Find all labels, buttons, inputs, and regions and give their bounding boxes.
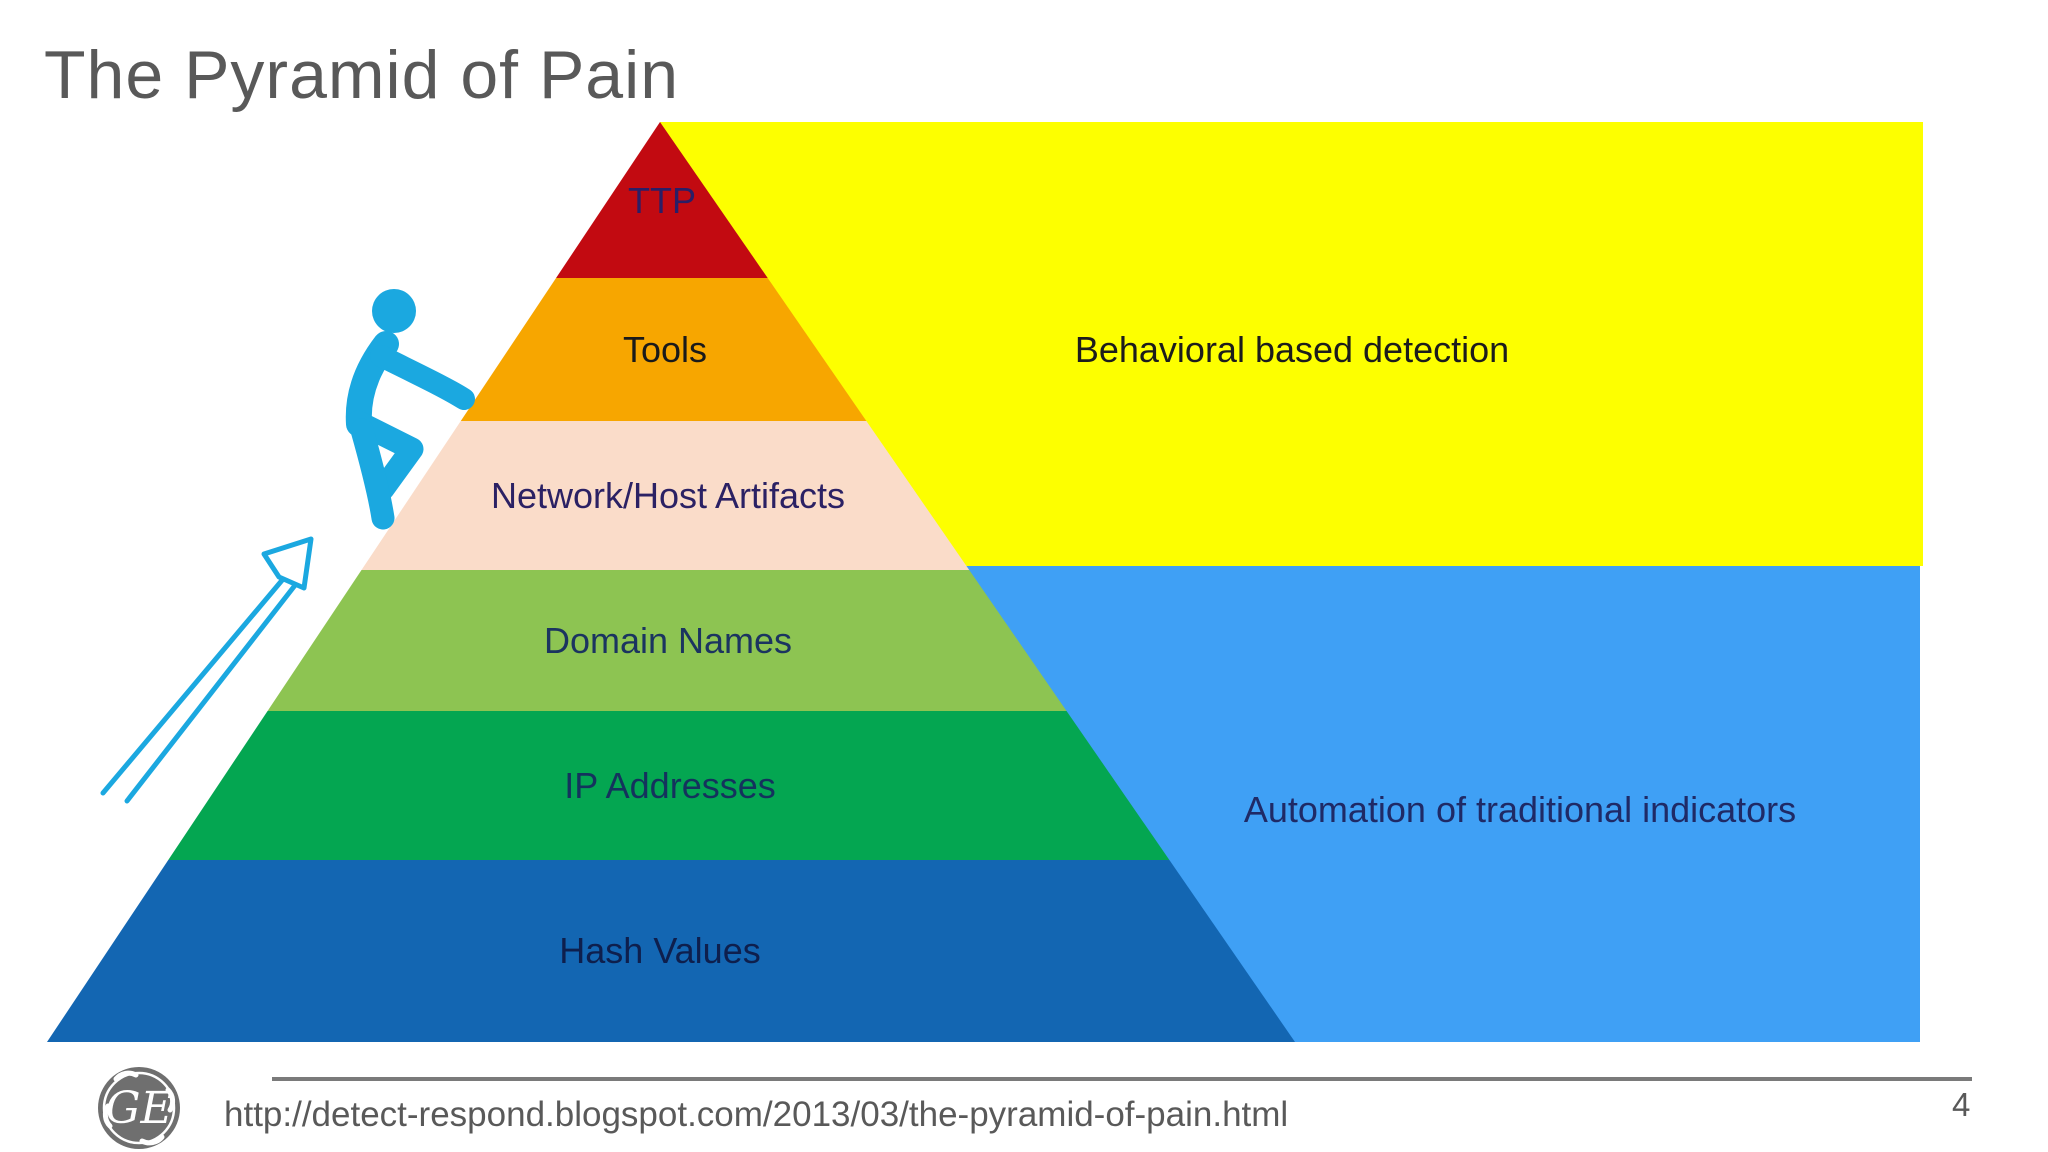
level-label-ip-addresses: IP Addresses bbox=[564, 765, 776, 806]
footer-divider bbox=[272, 1077, 1972, 1081]
ge-logo: GE bbox=[98, 1067, 180, 1149]
level-label-network-host-artifacts: Network/Host Artifacts bbox=[490, 475, 846, 516]
behavioral-detection-label: Behavioral based detection bbox=[1074, 329, 1510, 370]
slide-title: The Pyramid of Pain bbox=[44, 37, 680, 113]
level-label-hash-values: Hash Values bbox=[559, 930, 761, 971]
source-url: http://detect-respond.blogspot.com/2013/… bbox=[224, 1095, 1289, 1134]
climber-icon bbox=[345, 289, 475, 530]
ascent-arrow-icon bbox=[100, 536, 314, 804]
level-label-tools: Tools bbox=[622, 329, 708, 370]
pyramid-level-hash-values bbox=[47, 860, 1295, 1042]
climber-rear-leg bbox=[350, 418, 395, 530]
automation-label: Automation of traditional indicators bbox=[1243, 789, 1797, 830]
level-label-domain-names: Domain Names bbox=[543, 620, 793, 661]
climber-arm bbox=[370, 345, 475, 410]
climber-front-leg bbox=[346, 410, 424, 501]
level-label-ttp: TTP bbox=[628, 180, 696, 221]
climber-head bbox=[372, 289, 416, 333]
ge-logo-letters: GE bbox=[105, 1083, 172, 1134]
page-number: 4 bbox=[1952, 1086, 1971, 1123]
